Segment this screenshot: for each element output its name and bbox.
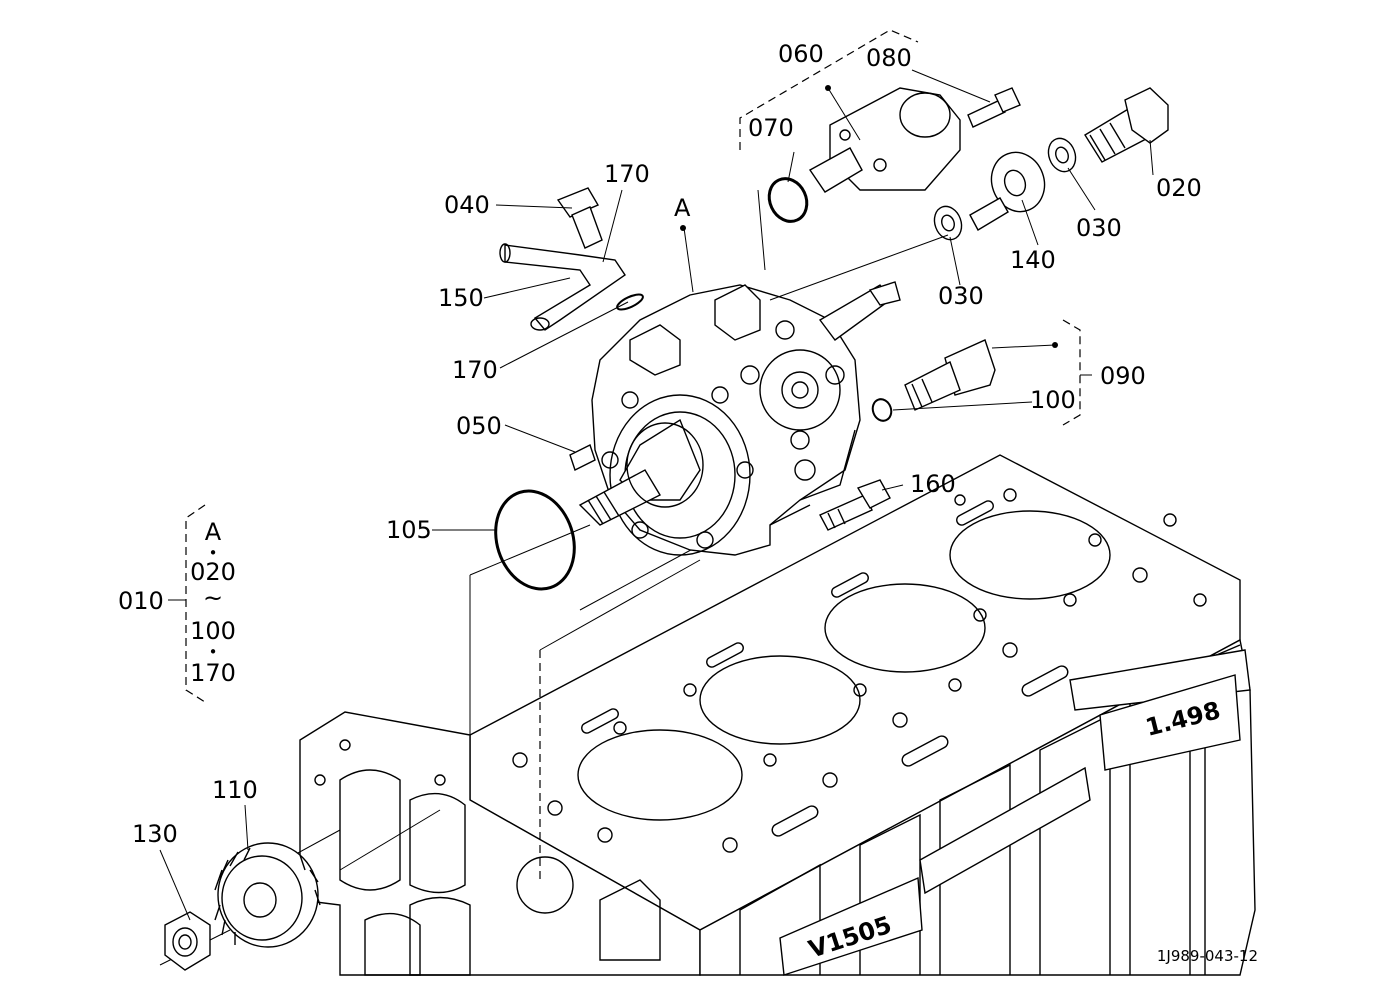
callout-105: 105	[386, 516, 432, 544]
key-050	[569, 444, 596, 471]
callout-170-upper: 170	[604, 160, 650, 188]
callout-030-lower: 030	[938, 282, 984, 310]
callout-030-upper: 030	[1076, 214, 1122, 242]
o-ring-105	[494, 489, 576, 591]
callout-060: 060	[778, 40, 824, 68]
callout-160: 160	[910, 470, 956, 498]
pipe-150	[499, 243, 626, 331]
pressure-valve-060	[808, 87, 961, 193]
bolt-040	[556, 187, 603, 249]
leader-lines	[159, 69, 1154, 921]
nut-130	[164, 911, 211, 971]
pressure-sensor-090	[904, 339, 996, 411]
bracket-060	[739, 29, 919, 150]
assembly-010-contents: A • 020 ~ 100 • 170	[190, 518, 236, 687]
reference-dots	[680, 85, 1058, 348]
assembly-tilde: ~	[203, 584, 223, 612]
banjo-fitting-140	[969, 151, 1046, 231]
callout-090: 090	[1100, 362, 1146, 390]
callout-040: 040	[444, 191, 490, 219]
assembly-dot-1: •	[209, 544, 218, 562]
callout-detail-a: A	[674, 194, 691, 222]
drawing-number: 1J989-043-12	[1157, 947, 1258, 965]
assembly-dot-2: •	[209, 643, 218, 661]
banjo-bolt-020	[1084, 87, 1169, 163]
callout-080: 080	[866, 44, 912, 72]
callout-100: 100	[1030, 386, 1076, 414]
callout-050: 050	[456, 412, 502, 440]
engine-block: 1.498 V1505	[299, 454, 1256, 976]
assembly-line-100: 100	[190, 617, 236, 645]
supply-pump-assembly	[578, 281, 901, 556]
washers-030	[933, 137, 1077, 241]
callout-150: 150	[438, 284, 484, 312]
gear-110	[214, 842, 321, 948]
o-ring-100	[871, 398, 893, 422]
callout-170-lower: 170	[452, 356, 498, 384]
assembly-line-020: 020	[190, 558, 236, 586]
bracket-010	[185, 504, 206, 703]
callout-010: 010	[118, 587, 164, 615]
assembly-line-a: A	[205, 518, 222, 546]
callout-labels: 060 080 070 020 030 140 030 170 040 A 15…	[118, 40, 1202, 848]
assembly-line-170: 170	[190, 659, 236, 687]
callout-020: 020	[1156, 174, 1202, 202]
o-ring-070	[767, 177, 809, 223]
bolt-160	[819, 479, 891, 531]
screw-080	[967, 87, 1021, 128]
callout-110: 110	[212, 776, 258, 804]
callout-130: 130	[132, 820, 178, 848]
callout-140: 140	[1010, 246, 1056, 274]
callout-070: 070	[748, 114, 794, 142]
